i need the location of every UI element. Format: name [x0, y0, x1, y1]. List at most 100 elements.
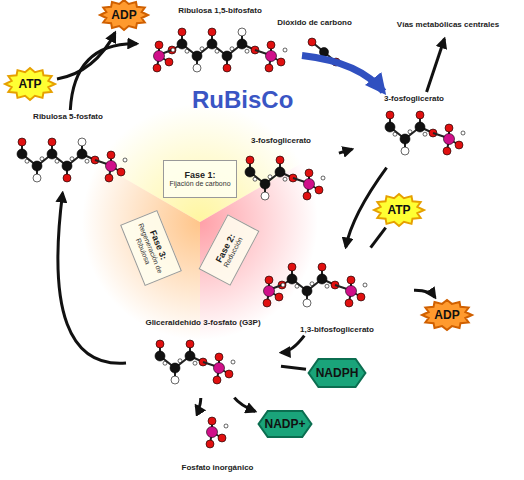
molecule-atom	[385, 122, 395, 132]
molecule-atom	[400, 134, 410, 144]
molecule-atom	[206, 440, 214, 448]
molecule-atom	[304, 179, 315, 190]
molecule-atom	[317, 274, 327, 284]
cofactor-badge: ADP	[422, 300, 472, 330]
molecule-atom	[207, 39, 217, 49]
molecule-atom	[192, 51, 202, 61]
molecule-atom	[62, 161, 72, 171]
molecule-node: Ribulosa 1,5-bifosfato	[140, 6, 300, 86]
molecule-atom	[315, 186, 323, 194]
molecule-atom	[260, 179, 270, 189]
molecule-atom	[347, 276, 355, 284]
molecule-atom	[238, 28, 246, 36]
molecule-node: Dióxido de carbono	[262, 18, 367, 70]
node-label: ADP	[434, 308, 459, 322]
molecule-atom	[455, 141, 463, 149]
molecule-atom	[223, 64, 231, 72]
star-outline	[422, 300, 472, 330]
phase-name: Fijación de carbono	[169, 180, 230, 188]
node-label: 3-fosfoglicerato	[251, 136, 311, 145]
molecule-atom	[154, 51, 165, 62]
cofactor-badge: ATP	[5, 68, 55, 100]
node-label: Vías metabólicas centrales	[397, 20, 499, 29]
reaction-arrow	[196, 398, 201, 408]
molecule-atom	[263, 299, 271, 307]
node-label: ATP	[18, 77, 41, 91]
molecule-node: Fosfato inorgánico	[170, 408, 265, 472]
molecule-atom	[185, 351, 195, 361]
molecule-atom	[321, 176, 325, 180]
molecule-atom	[231, 360, 235, 364]
molecule-atom	[303, 299, 311, 307]
molecule-atom	[302, 286, 312, 296]
molecule-atom	[208, 28, 216, 36]
molecule-bond	[255, 50, 267, 54]
molecule-atom	[213, 376, 221, 384]
molecule-atom	[178, 28, 186, 36]
molecule-atom	[265, 64, 273, 72]
molecule-atom	[193, 64, 201, 72]
molecule-atom	[305, 169, 313, 177]
enzyme-label: RuBisCo	[192, 86, 293, 114]
node-label: NADPH	[316, 366, 359, 380]
cofactor-badge: ATP	[374, 194, 424, 226]
molecule-atom	[215, 353, 223, 361]
node-label: ADP	[111, 8, 136, 22]
molecule-node: Ribulosa 5-fosfato	[2, 112, 134, 190]
molecule-atom	[107, 151, 115, 159]
molecule-atom	[171, 48, 175, 52]
reaction-arrow	[371, 228, 386, 248]
molecule-atom	[461, 131, 465, 135]
molecule-atom	[246, 156, 254, 164]
molecule-atom	[222, 51, 232, 61]
molecule-atom	[32, 161, 42, 171]
node-label: Ribulosa 1,5-bifosfato	[178, 6, 262, 15]
node-label: 3-fosfoglicerato	[384, 94, 444, 103]
molecule-atom	[225, 370, 233, 378]
cofactor-badge: NADP+	[258, 410, 312, 438]
cofactor-badge: NADPH	[308, 358, 366, 388]
molecule-atom	[357, 293, 365, 301]
molecule-atom	[48, 138, 56, 146]
molecule-atom	[170, 363, 180, 373]
molecule-atom	[325, 284, 329, 288]
reaction-arrow	[234, 398, 255, 412]
molecule-atom	[78, 138, 86, 146]
molecule-atom	[177, 39, 187, 49]
molecule-node: 3-fosfoglicerato	[355, 94, 473, 166]
molecule-node: 1,3-bifosfoglicerato	[262, 250, 412, 334]
molecule-atom	[245, 49, 249, 53]
star-outline	[100, 0, 148, 30]
molecule-atom	[245, 167, 255, 177]
molecule-atom	[165, 58, 173, 66]
hexagon-outline	[259, 411, 312, 437]
molecule-atom	[261, 192, 269, 200]
molecule-atom	[267, 41, 275, 49]
node-label: Gliceraldehído 3-fosfato (G3P)	[145, 318, 260, 327]
molecule-bond	[95, 160, 107, 164]
reaction-arrow	[281, 336, 304, 353]
node-label: Ribulosa 5-fosfato	[33, 112, 103, 121]
molecule-atom	[308, 38, 316, 46]
molecule-atom	[47, 149, 57, 159]
molecule-atom	[283, 48, 287, 52]
molecule-atom	[106, 161, 117, 172]
reaction-arrow	[57, 33, 115, 79]
molecule-bond	[203, 362, 215, 366]
molecule-bond	[433, 133, 445, 137]
molecule-atom	[318, 263, 326, 271]
reaction-arrow	[414, 290, 435, 297]
star-outline	[374, 194, 424, 226]
node-label: ATP	[387, 203, 410, 217]
molecule-atom	[363, 283, 367, 287]
molecule-atom	[444, 134, 455, 145]
molecule-node: 3-fosfoglicerato	[225, 136, 337, 206]
molecule-node: Gliceraldehído 3-fosfato (G3P)	[128, 318, 278, 396]
molecule-atom	[155, 351, 165, 361]
molecule-atom	[153, 64, 161, 72]
molecule-atom	[415, 122, 425, 132]
molecule-atom	[277, 58, 285, 66]
node-label: Dióxido de carbono	[277, 18, 352, 27]
molecule-atom	[386, 111, 394, 119]
